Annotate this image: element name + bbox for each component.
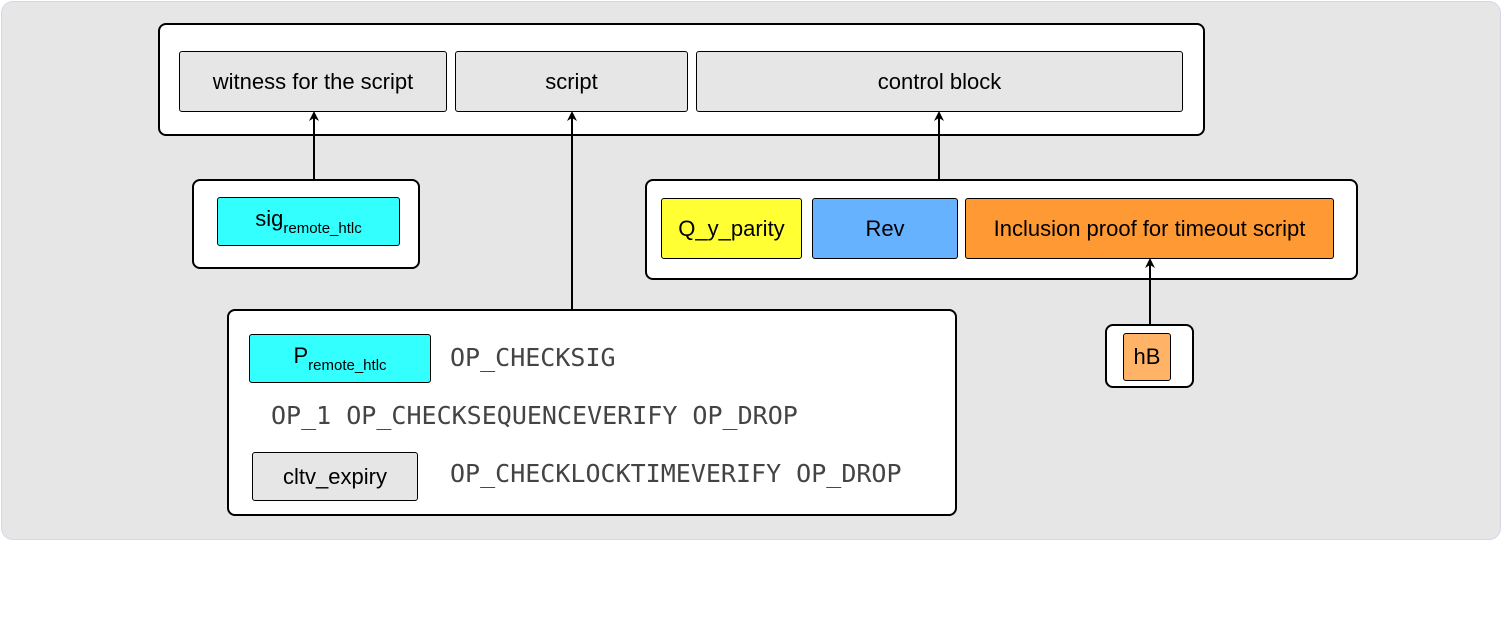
signature-label: sigremote_htlc [255,206,362,237]
signature-box: sigremote_htlc [217,197,400,246]
parity-box: Q_y_parity [661,198,802,259]
hb-box: hB [1123,333,1171,381]
cltv-line: OP_CHECKLOCKTIMEVERIFY OP_DROP [450,459,902,488]
control-block-box: control block [696,51,1183,112]
csv-line: OP_1 OP_CHECKSEQUENCEVERIFY OP_DROP [271,401,798,430]
cltv-expiry-box: cltv_expiry [252,452,418,501]
checksig-op: OP_CHECKSIG [450,343,616,372]
pubkey-box: Premote_htlc [249,334,431,383]
script-box: script [455,51,688,112]
pubkey-label: Premote_htlc [293,343,387,374]
rev-box: Rev [812,198,958,259]
inclusion-proof-box: Inclusion proof for timeout script [965,198,1334,259]
